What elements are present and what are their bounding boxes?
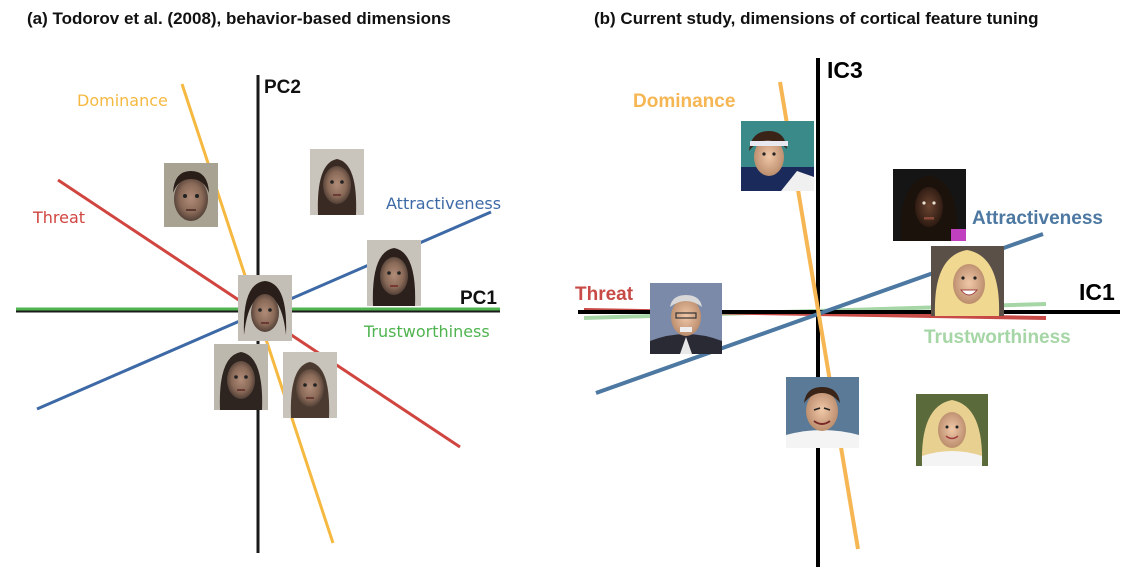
panel-a-face-bottom-left (214, 344, 268, 410)
panel-a-dominance-label: Dominance (77, 91, 168, 110)
panel-b-title: (b) Current study, dimensions of cortica… (594, 9, 1039, 28)
panel-a-plot: Dominance Threat Attractiveness Trustwor… (16, 75, 501, 553)
panel-b-photo-threat (650, 283, 722, 354)
panel-a-face-center (238, 275, 292, 341)
panel-a-face-attractive (367, 240, 421, 306)
panel-b-photo-attractive-top (893, 169, 966, 241)
panel-b-plot: Dominance Threat Attractiveness Trustwor… (575, 57, 1120, 567)
panel-a-threat-label: Threat (32, 208, 85, 227)
panel-b-photo-bottom-center (786, 377, 859, 448)
panel-a-title: (a) Todorov et al. (2008), behavior-base… (27, 9, 451, 28)
panel-b-photo-bottom-right (916, 394, 988, 466)
panel-b-ic1-label: IC1 (1079, 279, 1115, 305)
panel-a-pc2-label: PC2 (264, 77, 301, 98)
panel-a-face-dominant (164, 163, 218, 227)
panel-a-attractiveness-label: Attractiveness (386, 194, 501, 213)
panel-a-pc1-label: PC1 (460, 288, 497, 309)
panel-a-face-bottom-right (283, 352, 337, 418)
panel-b-ic3-label: IC3 (827, 57, 863, 83)
panel-b-dominance-label: Dominance (633, 91, 735, 112)
panel-b-photo-dominance (741, 121, 814, 191)
panel-b-attractiveness-label: Attractiveness (972, 208, 1103, 229)
panel-b-photo-attractive-smile (931, 246, 1004, 316)
panel-a-face-top-right (310, 149, 364, 215)
panel-b-trustworthiness-label: Trustworthiness (924, 327, 1071, 348)
panel-b-threat-label: Threat (575, 284, 634, 305)
panel-a-trustworthiness-label: Trustworthiness (363, 322, 490, 341)
